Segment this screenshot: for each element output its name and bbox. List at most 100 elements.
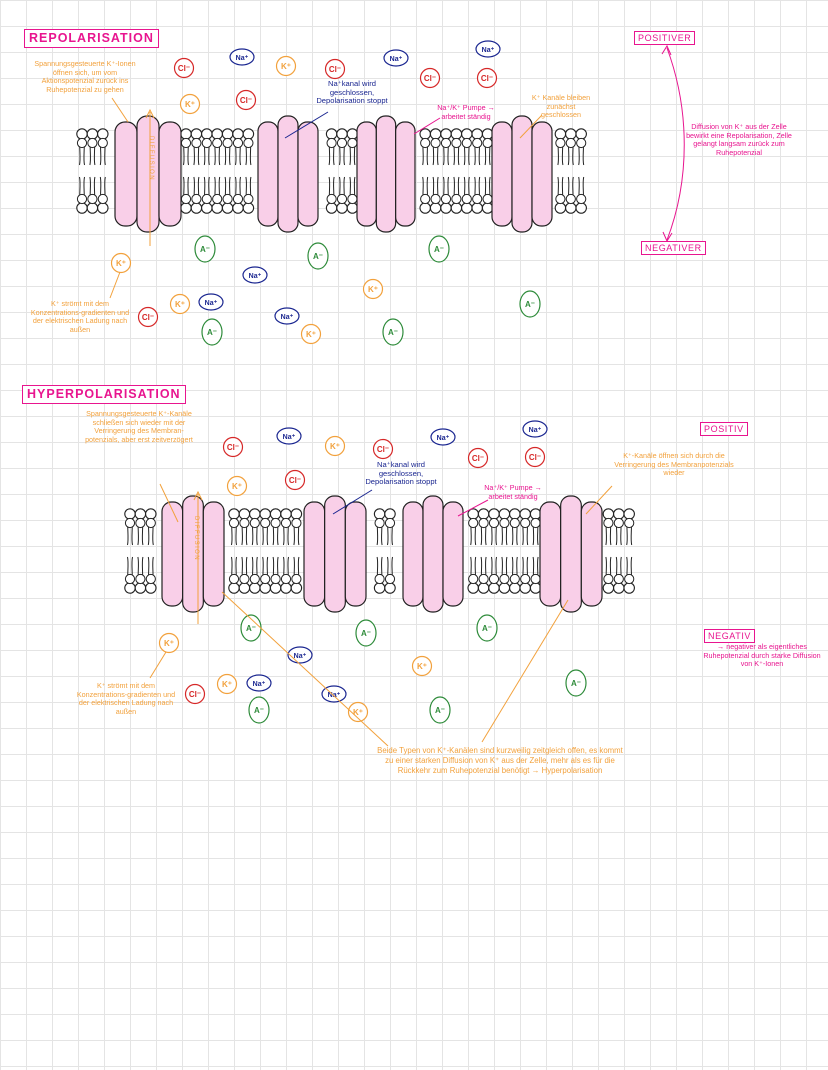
phospholipid-head [472,193,483,205]
svg-text:Na⁺: Na⁺ [529,427,542,434]
phospholipid-head [468,573,479,585]
phospholipid-head [451,193,462,205]
a-ion: A⁻ [519,290,541,318]
cl-ion: Cl⁻ [419,67,441,89]
phospholipid-head [420,137,431,149]
phospholipid-head [450,202,463,214]
phospholipid-head [482,193,493,205]
svg-text:Na⁺: Na⁺ [283,434,296,441]
na-ion: Na⁺ [475,40,501,58]
phospholipid-head [260,517,271,529]
phospholipid-head [135,573,146,585]
na-ion: Na⁺ [246,674,272,692]
phospholipid-tail [147,519,154,583]
phospholipid-head [211,128,223,140]
phospholipid-tail [137,519,144,583]
svg-text:Cl⁻: Cl⁻ [424,74,436,83]
svg-text:K⁺: K⁺ [222,680,232,689]
phospholipid-head [290,582,303,594]
na-ion: Na⁺ [242,266,268,284]
phospholipid-tail [328,139,335,203]
svg-text:Cl⁻: Cl⁻ [289,476,301,485]
phospholipid-head [201,193,212,205]
phospholipid-head [201,202,213,214]
svg-text:Na⁺: Na⁺ [294,653,307,660]
phospholipid-head [576,137,587,149]
phospholipid-head [529,582,542,594]
phospholipid-head [259,508,271,520]
diffusion-label: DIFFUSION [193,516,199,561]
phospholipid-head [239,573,250,585]
phospholipid-head [509,508,521,520]
note-k-flows-out-2: K⁺ strömt mit dem Konzentrations-gradien… [76,681,176,716]
phospholipid-tail [214,139,221,203]
phospholipid-head [554,202,567,214]
phospholipid-tail [89,139,96,203]
na-ion: Na⁺ [198,293,224,311]
phospholipid-tail [522,519,529,583]
phospholipid-head [472,137,483,149]
phospholipid-tail [532,519,539,583]
a-ion: A⁻ [476,614,498,642]
svg-text:Na⁺: Na⁺ [482,47,495,54]
phospholipid-head [191,137,202,149]
phospholipid-head [555,137,566,149]
phospholipid-head [280,582,292,594]
na-k-pump-protein [356,115,416,233]
phospholipid-head [482,137,493,149]
a-ion: A⁻ [429,696,451,724]
phospholipid-tail [501,519,508,583]
phospholipid-head [373,508,386,520]
k-ion: K⁺ [158,632,180,654]
phospholipid-head [602,582,615,594]
note-k-diffusion-repolarisation: Diffusion von K⁺ aus der Zelle bewirkt e… [686,122,792,157]
phospholipid-head [145,508,157,520]
note-na-k-pump-2: Na⁺/K⁺ Pumpe → arbeitet ständig [484,483,542,501]
note-na-k-pump: Na⁺/K⁺ Pumpe → arbeitet ständig [437,103,495,121]
phospholipid-head [180,137,192,149]
phospholipid-head [451,137,462,149]
phospholipid-head [499,573,510,585]
phospholipid-head [269,582,282,594]
phospholipid-tail [491,519,497,583]
phospholipid-head [624,517,635,529]
phospholipid-head [450,128,463,140]
svg-text:Cl⁻: Cl⁻ [189,690,201,699]
note-k-channels-close-delayed: Spannungsgesteuerte K⁺-Kanäle schließen … [85,409,193,444]
k-leak-channel-protein [539,495,603,613]
phospholipid-head [76,193,88,205]
phospholipid-tail [79,139,85,203]
svg-text:Na⁺: Na⁺ [253,681,266,688]
phospholipid-head [76,202,88,214]
phospholipid-head [488,517,500,529]
phospholipid-head [498,508,511,520]
phospholipid-head [249,573,260,585]
phospholipid-head [270,573,281,585]
phospholipid-head [623,508,635,520]
phospholipid-head [430,137,441,149]
phospholipid-head [471,202,483,214]
note-na-channel-closed: Na⁺kanal wird geschlossen, Depolarisatio… [316,79,388,106]
label-positiver: POSITIVER [634,31,696,45]
phospholipid-head [76,137,88,149]
phospholipid-tail [463,139,470,203]
phospholipid-tail [443,139,449,203]
phospholipid-head [326,137,337,149]
svg-text:Na⁺: Na⁺ [281,314,294,321]
k-ion: K⁺ [300,323,322,345]
phospholipid-tail [231,519,237,583]
a-ion: A⁻ [248,696,270,724]
phospholipid-head [374,517,385,529]
phospholipid-head [232,128,244,140]
note-k-channels-reopen: K⁺-Kanäle öffnen sich durch die Verringe… [614,451,734,478]
na-ion: Na⁺ [276,427,302,445]
phospholipid-head [488,573,500,585]
svg-text:K⁺: K⁺ [281,62,291,71]
phospholipid-head [325,128,338,140]
svg-text:Na⁺: Na⁺ [437,435,450,442]
svg-text:K⁺: K⁺ [417,662,427,671]
phospholipid-head [499,517,510,529]
phospholipid-tail [511,519,518,583]
phospholipid-tail [376,519,383,583]
